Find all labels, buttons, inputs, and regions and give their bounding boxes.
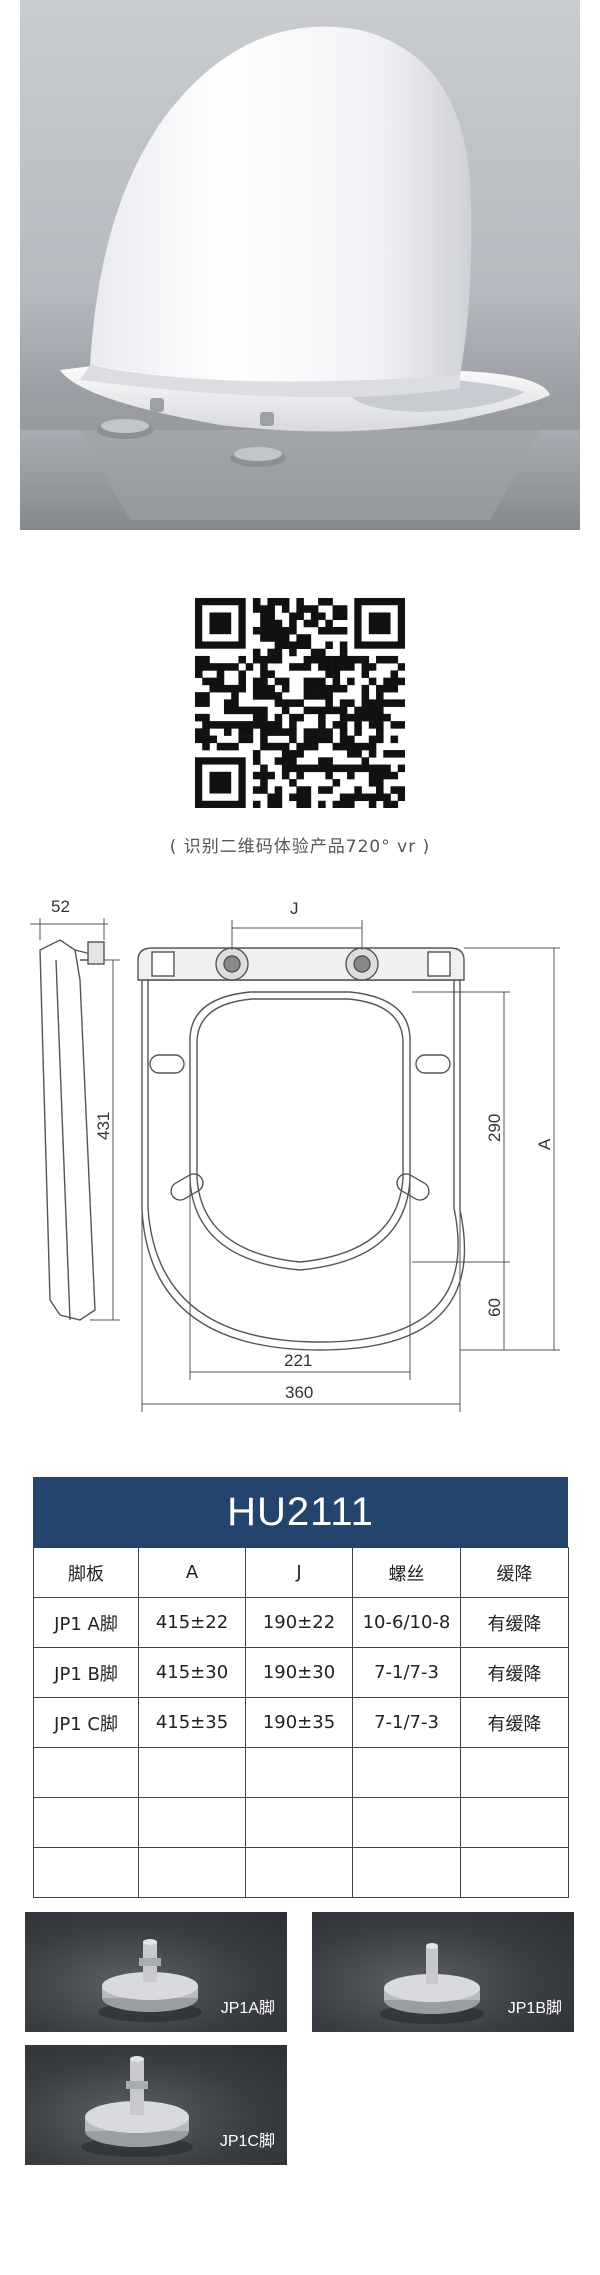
- foot-label: JP1A脚: [220, 2000, 275, 2017]
- foot-label: JP1B脚: [507, 2000, 562, 2017]
- foot-photo-b: JP1B脚: [312, 1912, 574, 2032]
- table-cell: [33, 1797, 139, 1848]
- foot-label: JP1C脚: [219, 2133, 275, 2150]
- table-cell: [138, 1797, 246, 1848]
- table-row: JP1 B脚 415±30 190±30 7-1/7-3 有缓降: [33, 1647, 569, 1698]
- table-cell: 415±22: [138, 1597, 246, 1648]
- table-cell: 7-1/7-3: [352, 1647, 461, 1698]
- table-cell: [460, 1847, 569, 1898]
- table-cell: 有缓降: [460, 1697, 569, 1748]
- table-cell: [245, 1797, 353, 1848]
- table-cell: JP1 C脚: [33, 1697, 139, 1748]
- dim-side-length: 431: [94, 1112, 113, 1140]
- table-cell: 415±35: [138, 1697, 246, 1748]
- dim-side-depth: 52: [51, 897, 70, 916]
- spec-table: HU2111 脚板 A J 螺丝 缓降 JP1 A脚 415±22 190±22…: [33, 1477, 569, 1898]
- table-cell: [33, 1747, 139, 1798]
- qr-caption: ( 识别二维码体验产品720° vr ): [169, 837, 431, 857]
- table-cell: [352, 1747, 461, 1798]
- table-cell: [352, 1797, 461, 1848]
- dim-a: A: [535, 1138, 554, 1150]
- table-cell: 190±22: [245, 1597, 353, 1648]
- table-cell: [138, 1847, 246, 1898]
- table-header-row: 脚板 A J 螺丝 缓降: [33, 1547, 569, 1598]
- dim-360: 360: [285, 1383, 313, 1402]
- table-cell: 有缓降: [460, 1597, 569, 1648]
- table-cell: 190±35: [245, 1697, 353, 1748]
- qr-code[interactable]: [195, 598, 406, 809]
- table-row: JP1 A脚 415±22 190±22 10-6/10-8 有缓降: [33, 1597, 569, 1648]
- header-cell: 缓降: [460, 1547, 569, 1598]
- header-cell: 螺丝: [352, 1547, 461, 1598]
- header-cell: 脚板: [33, 1547, 139, 1598]
- table-cell: JP1 B脚: [33, 1647, 139, 1698]
- table-row: [33, 1797, 569, 1848]
- table-cell: [245, 1847, 353, 1898]
- table-cell: 有缓降: [460, 1647, 569, 1698]
- table-row: [33, 1747, 569, 1798]
- table-cell: [245, 1747, 353, 1798]
- product-photo: [20, 0, 580, 530]
- dim-221: 221: [284, 1351, 312, 1370]
- technical-drawing: 52 431: [20, 880, 580, 1420]
- table-cell: 190±30: [245, 1647, 353, 1698]
- table-row: [33, 1847, 569, 1898]
- spec-title: HU2111: [33, 1477, 568, 1547]
- table-cell: [352, 1847, 461, 1898]
- table-cell: [460, 1747, 569, 1798]
- table-cell: [138, 1747, 246, 1798]
- table-cell: 10-6/10-8: [352, 1597, 461, 1648]
- table-row: JP1 C脚 415±35 190±35 7-1/7-3 有缓降: [33, 1697, 569, 1748]
- foot-photo-a: JP1A脚: [25, 1912, 287, 2032]
- dim-290: 290: [485, 1114, 504, 1142]
- header-cell: J: [245, 1547, 353, 1598]
- table-cell: [33, 1847, 139, 1898]
- table-cell: 7-1/7-3: [352, 1697, 461, 1748]
- table-cell: JP1 A脚: [33, 1597, 139, 1648]
- dim-60: 60: [485, 1298, 504, 1317]
- dim-j: J: [290, 899, 299, 918]
- table-cell: [460, 1797, 569, 1848]
- header-cell: A: [138, 1547, 246, 1598]
- foot-photo-c: JP1C脚: [25, 2045, 287, 2165]
- table-cell: 415±30: [138, 1647, 246, 1698]
